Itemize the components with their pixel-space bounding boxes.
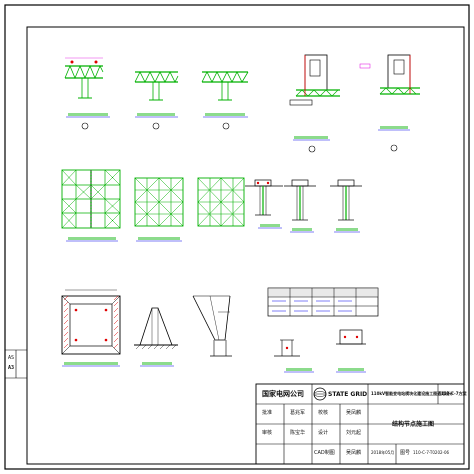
state-grid-logo-icon (313, 387, 327, 401)
role-approve-name: 葛兆军 (290, 410, 306, 416)
anchor-bolt-section (274, 339, 314, 373)
column-detail-a (245, 179, 283, 229)
column-detail-b (284, 179, 316, 233)
member-schedule-table (267, 287, 379, 317)
role-check-label: 校核 (318, 410, 329, 416)
sheet-size: A3 (8, 365, 15, 371)
role-review-label: 审核 (262, 430, 273, 436)
inner-border (26, 26, 465, 465)
signature-2: 吴凤麟 (346, 450, 362, 456)
detail-4-eave-section (289, 54, 340, 153)
role-review-name: 陈宝华 (290, 430, 306, 436)
drawing-number: 110-C-7-T0202-06 (413, 450, 450, 455)
foundation-plan (61, 289, 121, 367)
drawing-name: 结构节点施工图 (392, 421, 435, 428)
column-detail-c (330, 179, 362, 233)
role-cad-label: CAD制图 (314, 450, 335, 456)
truss-elevation-a (61, 169, 121, 242)
detail-1-truss-node (64, 57, 110, 130)
brand-name: STATE GRID (328, 391, 368, 398)
drawing-date: 2018年05月 (371, 450, 395, 455)
detail-5-eave-section (359, 54, 420, 152)
base-plate-detail (336, 329, 366, 373)
truss-elevation-b (134, 177, 184, 242)
signature-1: 刘元起 (346, 430, 362, 436)
side-tag: AS (8, 355, 15, 361)
inclined-section (192, 295, 232, 357)
scheme-code: 110-C-7方案 (441, 391, 467, 396)
detail-2-truss-node (134, 71, 179, 130)
outer-border (4, 4, 470, 470)
detail-3-truss-node (201, 71, 249, 130)
pedestal-section (134, 307, 178, 367)
role-design-label: 设计 (318, 430, 329, 436)
truss-elevation-c (197, 177, 245, 227)
role-approve-label: 批准 (262, 410, 273, 416)
company-name: 国家电网公司 (262, 390, 304, 398)
project-title: 110kV智能变电站模块化建设施工图通用设计 (371, 391, 454, 396)
title-block (255, 383, 465, 465)
role-check-name: 吴凤麟 (346, 410, 362, 416)
drawing-no-label: 图号 (400, 450, 411, 456)
